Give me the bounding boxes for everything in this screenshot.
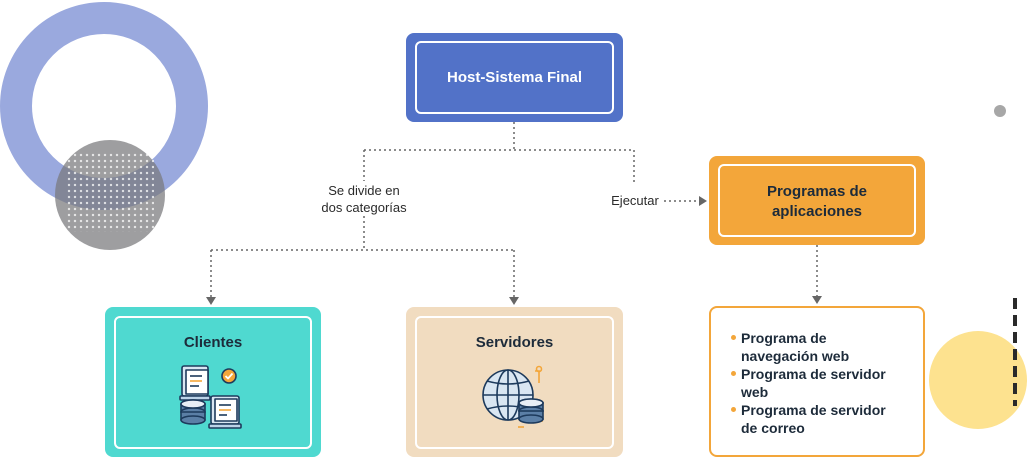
clientes-node-frame: [114, 316, 312, 449]
host-node: Host-Sistema Final: [406, 33, 623, 122]
arrowhead-clientes: [206, 297, 216, 305]
list-item: Programa de navegación web: [729, 329, 919, 365]
programas-title-line1: Programas de: [766, 183, 868, 200]
divide-label-line2: dos categorías: [321, 200, 407, 215]
arrowhead-apps: [812, 296, 822, 304]
bullet-icon: [731, 335, 736, 340]
application-programs-list: Programa de navegación web Programa de s…: [709, 306, 925, 457]
list-item: Programa de servidor de correo: [729, 401, 919, 437]
list-item-line1: Programa de: [741, 330, 827, 346]
decorative-dot-pattern: [66, 152, 154, 232]
programas-title: Programas de aplicaciones: [709, 182, 925, 222]
list-item-line1: Programa de servidor: [741, 366, 886, 382]
list-item-line2: web: [741, 384, 769, 400]
decorative-small-dot: [994, 105, 1006, 117]
clientes-title: Clientes: [183, 334, 243, 351]
programas-node-frame: [718, 164, 916, 237]
decorative-yellow-circle: [929, 331, 1027, 429]
programas-title-line2: aplicaciones: [771, 203, 863, 220]
host-node-frame: [415, 41, 614, 114]
servidores-title: Servidores: [475, 334, 554, 351]
list-item-line2: navegación web: [741, 348, 850, 364]
bullet-icon: [731, 371, 736, 376]
programas-node: Programas de aplicaciones: [709, 156, 925, 245]
decorative-dashed-line: [1013, 298, 1017, 406]
ejecutar-label: Ejecutar: [611, 193, 659, 208]
arrowhead-servidores: [509, 297, 519, 305]
divide-label-line1: Se divide en: [328, 183, 400, 198]
host-title: Host-Sistema Final: [446, 69, 583, 86]
divide-label: Se divide en dos categorías: [300, 182, 428, 216]
bullet-icon: [731, 407, 736, 412]
list-item-line2: de correo: [741, 420, 805, 436]
list-item-line1: Programa de servidor: [741, 402, 886, 418]
servidores-node-frame: [415, 316, 614, 449]
global-server-network-icon: [482, 365, 544, 428]
arrowhead-programas: [699, 196, 707, 206]
clientes-node: Clientes: [105, 307, 321, 457]
list-item: Programa de servidor web: [729, 365, 919, 401]
client-documents-database-icon: [179, 365, 242, 429]
servidores-node: Servidores: [406, 307, 623, 457]
